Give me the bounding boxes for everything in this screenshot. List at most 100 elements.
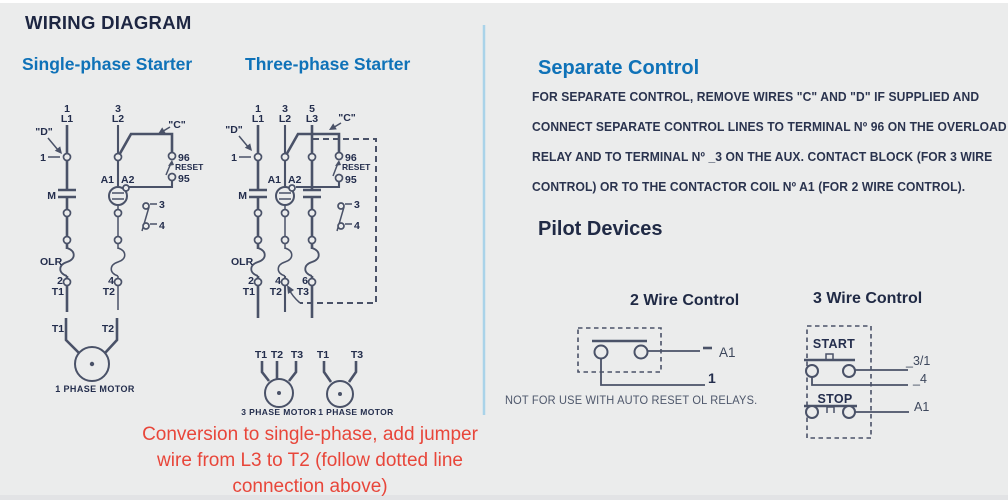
sp-label-t1: T1 <box>52 286 64 298</box>
sp-label-contact-no: 1 <box>40 152 46 164</box>
tp-label-l2-no: 3 <box>282 103 288 115</box>
three-phase-heading: Three-phase Starter <box>245 54 411 74</box>
tp-label-l1-no: 1 <box>255 103 261 115</box>
three-wire-terminal-3-1: _3/1 <box>905 354 930 368</box>
tp-motor1-symbol <box>322 361 358 408</box>
three-wire-terminal-a1: A1 <box>914 400 929 414</box>
sp-label-t1-no: 2 <box>57 275 63 287</box>
start-button-symbol <box>804 353 856 378</box>
two-wire-terminal-1: 1 <box>708 370 716 386</box>
sp-label-a2: A2 <box>121 174 135 186</box>
tp-label-aux3: 3 <box>354 199 360 211</box>
tp-label-t2: T2 <box>270 286 282 298</box>
three-wire-terminal-4: _4 <box>912 372 927 386</box>
sp-label-a1: A1 <box>101 174 115 186</box>
sp-wire-c-arrow <box>158 126 171 134</box>
tp-label-wire-d: "D" <box>225 124 243 136</box>
tp-label-wire-c: "C" <box>338 112 356 124</box>
sp-wire-c <box>116 132 174 158</box>
sp-label-l1: L1 <box>61 113 73 125</box>
tp-reset-lever <box>332 160 341 177</box>
tp-label-motor3-t3: T3 <box>291 349 303 361</box>
sp-label-l1-no: 1 <box>64 103 70 115</box>
three-wire-control-diagram: START _3/1 _4 STOP A1 <box>804 325 930 439</box>
tp-label-95: 95 <box>345 174 357 186</box>
conversion-note-line-1: Conversion to single-phase, add jumper <box>142 424 478 445</box>
auto-reset-note: NOT FOR USE WITH AUTO RESET OL RELAYS. <box>505 393 758 407</box>
separate-control-line-2: CONNECT SEPARATE CONTROL LINES TO TERMIN… <box>532 119 1007 134</box>
tp-label-motor3-t2: T2 <box>271 349 283 361</box>
tp-label-m: M <box>238 190 247 202</box>
tp-label-t1: T1 <box>243 286 255 298</box>
tp-95-to-coil-wire <box>296 181 341 189</box>
sp-contactor-coil-symbol <box>108 184 130 206</box>
tp-label-t1-no: 2 <box>248 275 254 287</box>
tp-label-a2: A2 <box>288 174 302 186</box>
tp-label-96: 96 <box>345 152 357 164</box>
sp-label-t2-no: 4 <box>108 275 114 287</box>
sp-label-wire-d: "D" <box>35 126 53 138</box>
three-wire-stop-label: STOP <box>817 392 852 406</box>
two-wire-terminal-a1: A1 <box>719 345 736 360</box>
sp-label-aux3: 3 <box>159 199 165 211</box>
sp-label-motor-t2: T2 <box>102 323 114 335</box>
single-phase-starter-diagram: 1 L1 3 L2 "D" "C" 1 M A1 A2 96 RESET 95 … <box>35 103 204 394</box>
sp-label-l2-no: 3 <box>115 103 121 115</box>
separate-control-text: FOR SEPARATE CONTROL, REMOVE WIRES "C" A… <box>532 82 1008 202</box>
tp-label-motor1-t1: T1 <box>317 349 329 361</box>
tp-label-t2-no: 4 <box>275 275 281 287</box>
three-wire-start-label: START <box>813 337 855 351</box>
sp-aux-contact-symbol <box>141 202 157 232</box>
tp-label-l3-no: 5 <box>309 103 315 115</box>
sp-terminals <box>62 151 177 287</box>
separate-control-line-3: RELAY AND TO TERMINAL Nº _3 ON THE AUX. … <box>532 149 993 164</box>
separate-control-line-4: CONTROL) OR TO THE CONTACTOR COIL Nº A1 … <box>532 179 966 194</box>
three-phase-starter-diagram: 1 L1 3 L2 5 L3 "D" "C" 1 M A1 A2 96 RESE… <box>225 103 393 417</box>
sp-label-reset: RESET <box>175 162 204 172</box>
sp-95-to-coil-wire <box>129 180 174 189</box>
sp-label-m: M <box>47 190 56 202</box>
conversion-note: Conversion to single-phase, add jumper w… <box>110 422 510 500</box>
sp-label-95: 95 <box>178 173 190 185</box>
tp-wire-c-arrow <box>329 122 342 130</box>
two-wire-control-diagram: A1 1 <box>577 327 736 386</box>
pilot-devices-heading: Pilot Devices <box>538 218 663 240</box>
sp-motor-caption: 1 PHASE MOTOR <box>55 384 135 394</box>
tp-motor3-symbol <box>260 361 298 408</box>
tp-label-olr: OLR <box>231 256 254 268</box>
sp-label-aux4: 4 <box>159 220 165 232</box>
tp-label-aux4: 4 <box>354 220 360 232</box>
separate-control-heading: Separate Control <box>538 57 700 79</box>
sp-wire-d-arrow <box>47 137 62 154</box>
tp-label-motor3-t1: T1 <box>255 349 267 361</box>
tp-label-t3-no: 6 <box>302 275 308 287</box>
sp-label-t2: T2 <box>103 286 115 298</box>
tp-label-contact-no: 1 <box>231 152 237 164</box>
two-wire-control-heading: 2 Wire Control <box>630 292 740 309</box>
tp-label-t3: T3 <box>297 286 309 298</box>
sp-label-motor-t1: T1 <box>52 323 64 335</box>
sp-label-96: 96 <box>178 152 190 164</box>
stop-button-symbol <box>804 404 857 419</box>
conversion-note-line-3: connection above) <box>232 476 388 497</box>
tp-wire-c <box>283 132 341 158</box>
sp-label-wire-c: "C" <box>168 119 186 131</box>
page-title: WIRING DIAGRAM <box>25 12 192 33</box>
tp-label-a1: A1 <box>268 174 282 186</box>
top-margin <box>0 0 1008 3</box>
tp-motor3-caption: 3 PHASE MOTOR <box>241 407 316 417</box>
tp-aux-contact-symbol <box>336 202 352 232</box>
sp-reset-lever <box>165 160 174 176</box>
tp-terminals <box>253 151 344 287</box>
tp-contactor-coil-symbol <box>275 184 296 206</box>
separate-control-line-1: FOR SEPARATE CONTROL, REMOVE WIRES "C" A… <box>532 89 980 104</box>
sp-label-l2: L2 <box>112 113 124 125</box>
sp-label-olr: OLR <box>40 256 63 268</box>
sp-motor-symbol <box>64 318 119 382</box>
single-phase-heading: Single-phase Starter <box>22 54 193 74</box>
tp-label-reset: RESET <box>342 162 371 172</box>
conversion-note-line-2: wire from L3 to T2 (follow dotted line <box>157 450 463 471</box>
tp-motor1-caption: 1 PHASE MOTOR <box>318 407 393 417</box>
